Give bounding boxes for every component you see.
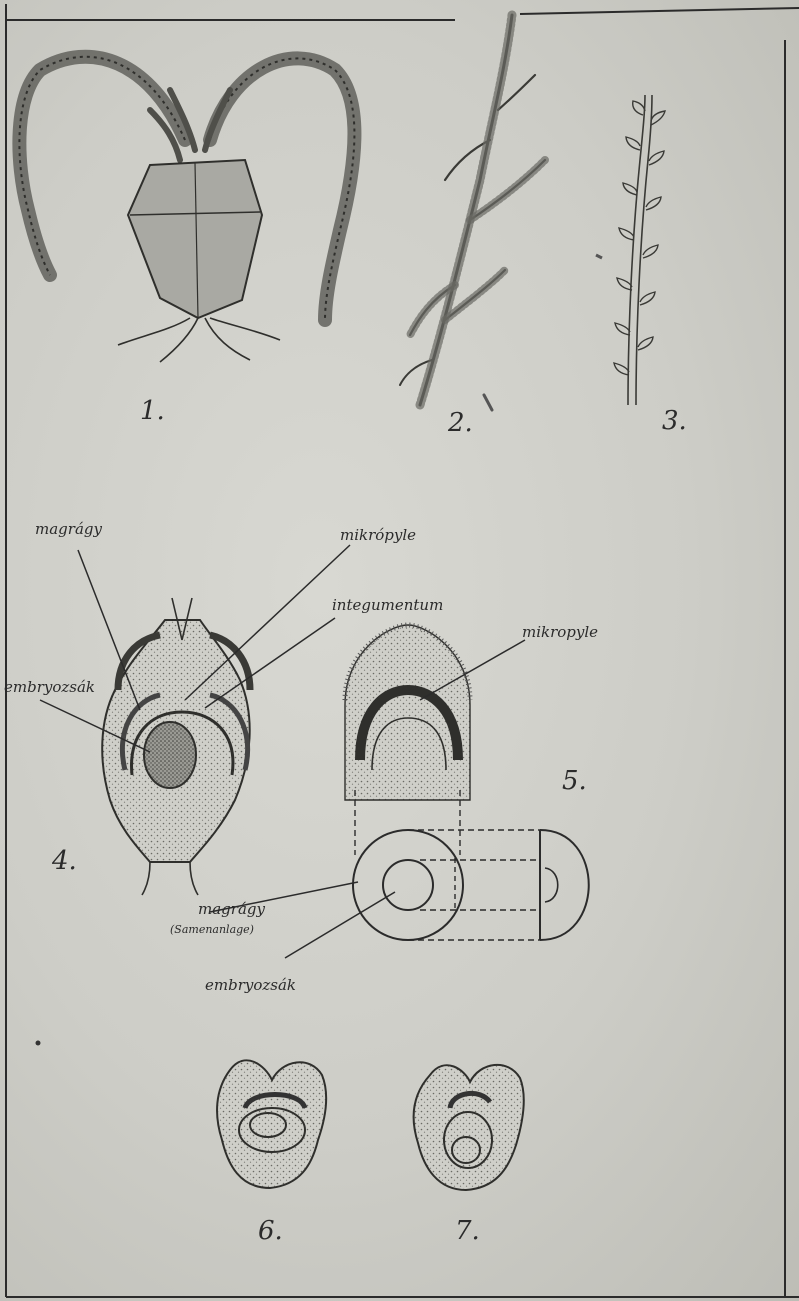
fig4-label-magragy: magrágy xyxy=(35,522,102,537)
fig6-number: 6. xyxy=(258,1218,283,1244)
fig1-plant-drawing xyxy=(19,57,354,362)
ink-speck xyxy=(36,1041,41,1046)
fig5-label-embryozsak: embryozsák xyxy=(205,978,296,993)
fig1-number: 1. xyxy=(140,398,165,424)
fig5-projection-diagram xyxy=(353,790,589,940)
fig6-ovule-section xyxy=(217,1060,326,1188)
fig7-ovule-section xyxy=(414,1065,524,1190)
fig5-label-samenanlage: (Samenanlage) xyxy=(170,924,254,935)
fig2-number: 2. xyxy=(448,410,473,436)
fig4-label-embryozsak: embryozsák xyxy=(4,680,95,695)
fig4-number: 4. xyxy=(52,848,77,874)
fig4-label-integumentum: integumentum xyxy=(332,598,443,613)
fig4-label-mikropyle: mikrópyle xyxy=(340,528,416,543)
fig5-label-mikropyle: mikropyle xyxy=(522,625,598,640)
fig7-number: 7. xyxy=(455,1218,480,1244)
fig4-ovule-section xyxy=(102,598,250,895)
fig5-number: 5. xyxy=(562,768,587,794)
fig5-ovule-drawing xyxy=(345,625,470,800)
fig5-label-magragy: magrágy xyxy=(198,902,265,917)
fig2-branch-drawing xyxy=(400,15,545,410)
fig3-number: 3. xyxy=(662,408,687,434)
fig3-stem-drawing xyxy=(596,95,665,405)
